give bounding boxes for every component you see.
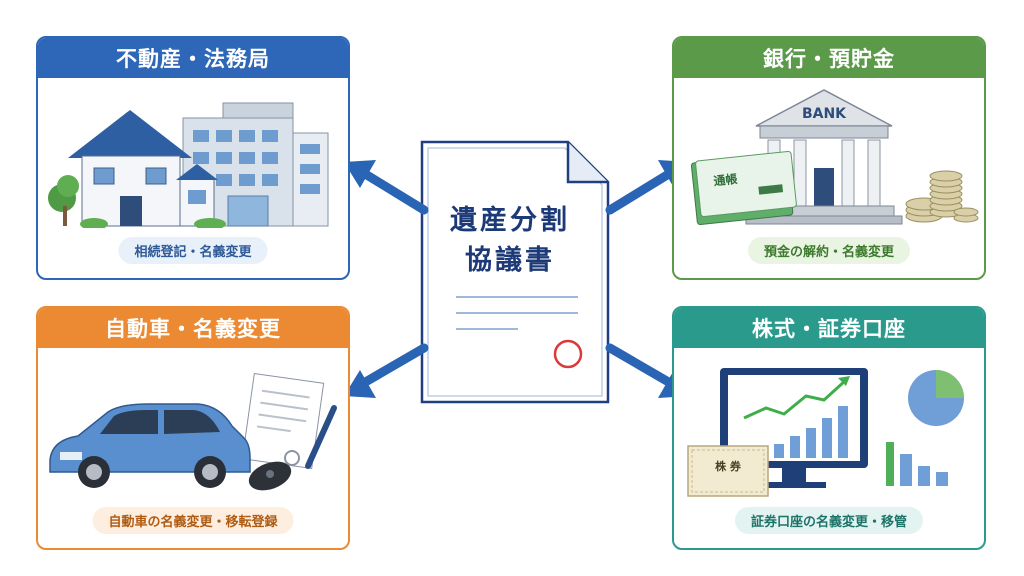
seal-stamp-icon	[553, 339, 583, 369]
document-title-line-2: 協議書	[465, 245, 555, 276]
car-caption: 自動車の名義変更・移転登録	[92, 507, 294, 534]
real-estate-card: 不動産・法務局	[36, 36, 350, 280]
arrow-to-car-icon	[344, 343, 429, 398]
car-card: 自動車・名義変更	[36, 306, 350, 550]
building-icon	[182, 102, 329, 227]
monitor-chart-icon	[720, 368, 868, 488]
bar-chart-icon	[886, 442, 948, 486]
document-title-line-1: 遺産分割	[450, 205, 570, 236]
car-key-icon	[248, 450, 300, 491]
coins-icon	[905, 170, 979, 223]
inheritance-agreement-document-icon	[420, 140, 610, 404]
passbook-icon: 通帳	[690, 150, 797, 226]
bank-card: 銀行・預貯金 BANK 通帳	[672, 36, 986, 280]
arrow-to-real-estate-icon	[344, 160, 429, 215]
real-estate-caption: 相続登記・名義変更	[118, 237, 268, 264]
stock-certificate-icon: 株 券	[687, 445, 769, 497]
car-title: 自動車・名義変更	[38, 308, 348, 348]
certificate-label: 株 券	[715, 459, 742, 473]
house-icon	[48, 110, 226, 228]
bank-sign: BANK	[802, 106, 847, 122]
document-icon	[241, 372, 325, 470]
stocks-card: 株式・証券口座 株 券	[672, 306, 986, 550]
stocks-title: 株式・証券口座	[674, 308, 984, 348]
pen-icon	[305, 405, 337, 469]
stocks-caption: 証券口座の名義変更・移管	[734, 507, 924, 534]
car-icon	[49, 403, 251, 488]
bank-title: 銀行・預貯金	[674, 38, 984, 78]
bank-caption: 預金の解約・名義変更	[747, 237, 911, 264]
pie-chart-icon	[908, 370, 964, 426]
passbook-label: 通帳	[713, 171, 738, 188]
real-estate-title: 不動産・法務局	[38, 38, 348, 78]
